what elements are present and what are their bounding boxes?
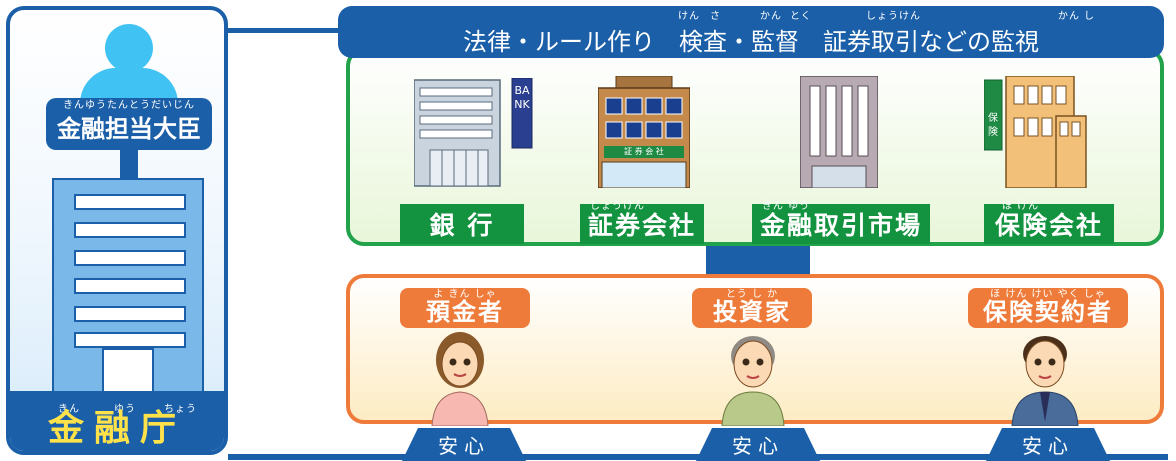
anshin-shape — [986, 428, 1110, 461]
institution-label-market: きん ゆう 金融取引市場 — [752, 202, 930, 244]
institution-label-insurance: ほ けん 保険会社 — [984, 202, 1114, 244]
people-label-depositor: よ きん しゃ 預金者 — [400, 288, 530, 328]
fsa-name: 金融庁 — [47, 408, 186, 449]
market-people-connector — [706, 246, 810, 276]
fsa-banner-connector — [228, 28, 340, 33]
institution-ruby: きん ゆう — [762, 201, 811, 212]
building-window — [74, 332, 186, 348]
people-label-text: 保険契約者 — [983, 298, 1113, 326]
institution-label-securities: しょうけん 証券会社 — [580, 202, 704, 244]
building-window — [74, 306, 186, 322]
minister-head-icon — [105, 24, 153, 72]
institution-label-text: 証券会社 — [587, 211, 696, 240]
fsa-ruby-2: ゆう — [114, 404, 136, 415]
fsa-ruby-1: きん — [58, 404, 80, 415]
people-label-text: 投資家 — [713, 298, 791, 326]
institution-ruby: ほ けん — [1002, 201, 1040, 212]
banner-ruby-6: かん — [1058, 11, 1080, 22]
minister-ruby: きんゆうたんとうだいじん — [63, 100, 195, 111]
depositor-woman-icon — [431, 332, 489, 426]
fsa-building-icon — [52, 178, 204, 396]
bank-sign: BANK — [514, 84, 530, 111]
banner-text: 法律・ルール作り 検査・監督 証券取引などの監視 — [463, 28, 1039, 56]
minister-connector — [120, 150, 138, 180]
banner-ruby-3: かん — [760, 11, 782, 22]
building-door — [102, 348, 154, 396]
fsa-name-band: きん ゆう ちょう 金融庁 — [10, 391, 224, 451]
anshin-shape — [696, 428, 820, 461]
supervision-banner: けん さ かん とく しょうけん かん し 法律・ルール作り 検査・監督 証券取… — [338, 6, 1164, 58]
investor-man-icon — [721, 336, 785, 426]
anshin-text: 安心 — [732, 434, 784, 458]
policyholder-man-icon — [1011, 336, 1079, 426]
banner-ruby-5: しょうけん — [866, 11, 921, 22]
building-window — [74, 222, 186, 238]
people-label-text: 預金者 — [426, 298, 504, 326]
anshin-text: 安心 — [438, 434, 490, 458]
people-ruby: とう し か — [725, 289, 779, 300]
anshin-shape — [402, 428, 526, 461]
banner-ruby-7: し — [1084, 11, 1095, 22]
banner-ruby-1: けん — [678, 11, 700, 22]
people-ruby: ほ けん けい やく しゃ — [990, 289, 1106, 300]
anshin-badge-depositor: 安心 — [402, 428, 526, 461]
anshin-badge-investor: 安心 — [696, 428, 820, 461]
anshin-badge-policyholder: 安心 — [986, 428, 1110, 461]
securities-sign: 証 券 会 社 — [624, 147, 664, 156]
institution-label-text: 保険会社 — [994, 211, 1103, 240]
institution-label-bank: 銀 行 — [400, 204, 524, 244]
minister-box: きんゆうたんとうだいじん 金融担当大臣 — [46, 98, 212, 150]
insurance-building-icon — [984, 76, 1087, 188]
institution-ruby: しょうけん — [590, 201, 645, 212]
fsa-ruby-3: ちょう — [164, 404, 197, 415]
people-label-policyholder: ほ けん けい やく しゃ 保険契約者 — [968, 288, 1128, 328]
people-label-investor: とう し か 投資家 — [692, 288, 812, 328]
securities-building-icon — [598, 76, 690, 188]
building-window — [74, 194, 186, 210]
institution-label-text: 金融取引市場 — [759, 211, 922, 240]
institution-label-text: 銀 行 — [429, 211, 495, 240]
market-building-icon — [800, 76, 878, 188]
anshin-text: 安心 — [1022, 434, 1074, 458]
insurance-sign: 保険 — [988, 113, 998, 138]
banner-ruby: けん さ かん とく しょうけん かん し — [338, 6, 1164, 26]
banner-ruby-2: さ — [710, 11, 721, 22]
building-window — [74, 278, 186, 294]
fsa-panel: きんゆうたんとうだいじん 金融担当大臣 きん ゆう ちょう 金融庁 — [6, 6, 228, 455]
people-ruby: よ きん しゃ — [433, 289, 497, 300]
minister-label: 金融担当大臣 — [57, 115, 201, 143]
bank-building-icon — [414, 78, 533, 187]
banner-ruby-4: とく — [790, 11, 812, 22]
building-window — [74, 250, 186, 266]
